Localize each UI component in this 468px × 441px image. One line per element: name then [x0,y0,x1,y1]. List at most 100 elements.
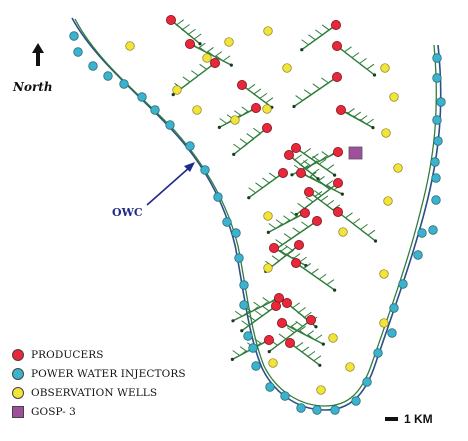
lateral-branch [346,111,355,118]
lateral-branch [301,39,309,46]
lateral-tip [300,48,304,52]
lateral-branch [299,330,308,337]
lateral-branch [303,89,312,96]
observation-wells [125,26,403,395]
injector-well [433,136,443,146]
lateral-tip [240,329,244,333]
lateral-branch [359,57,367,64]
injector-well [330,405,340,415]
lateral-tip [372,73,377,77]
lateral-branch [199,47,207,53]
lateral-branch [233,143,241,150]
injector-well [119,79,129,89]
lateral-branch [268,223,276,229]
lateral-branch [241,110,249,117]
lateral-tip [232,152,236,156]
lateral-branch [352,57,360,64]
injector-well [239,300,249,310]
lateral-branch [319,155,327,162]
lateral-branch [271,255,280,262]
injector-well [417,228,427,238]
lateral-branch [252,92,261,99]
lateral-branch [352,115,361,122]
injector-well [280,391,290,401]
injector-well [243,331,253,341]
lateral-tip [247,196,251,200]
lateral-branch [297,311,305,318]
lateral-tip [217,125,221,129]
lateral-branch [326,199,335,206]
lateral-branch [188,28,196,35]
lateral-branch [318,273,327,280]
injector-well [165,120,175,130]
observation-well [383,196,393,206]
lateral-branch [345,212,353,219]
owc-arrow [146,162,195,206]
lateral-branch [239,350,247,356]
lateral-branch [219,118,227,124]
producer-well [330,19,341,30]
lateral-branch [344,52,353,59]
lateral-branch [314,191,323,197]
lateral-tip [231,319,235,323]
lateral-branch [310,89,319,96]
scale-bar: 1 KM [385,412,433,426]
observation-well [125,41,135,51]
legend-item-gosp: GOSP- 3 [12,402,186,421]
lateral-branch [290,215,298,222]
injector-well [185,141,195,151]
injector-well [373,348,383,358]
lateral-branch [262,310,270,317]
lateral-branch [181,28,189,35]
lateral-tip [292,104,296,109]
lateral-branch [241,310,250,317]
observation-well [262,104,272,114]
lateral-branch [320,195,329,202]
legend-label: POWER WATER INJECTORS [31,367,186,380]
lateral-branch [246,138,255,145]
observation-well [230,115,240,125]
producer-well [261,123,272,134]
lateral-branch [248,315,256,322]
lateral-branch [326,164,335,171]
lateral-branch [360,229,369,236]
lateral-branch [290,233,299,240]
lateral-branch [294,154,303,161]
observation-well [172,85,182,95]
producer-well [290,142,301,153]
north-arrow-icon [32,43,44,66]
injector-well [200,165,210,175]
observation-symbol-icon [12,386,24,399]
lateral-branch [367,229,376,236]
observation-well [316,385,326,395]
injector-well [69,31,79,41]
lateral-branch [298,307,306,313]
lateral-branch [308,171,317,178]
injector-well [296,403,306,413]
producer-well [284,337,295,348]
lateral-branch [302,95,310,102]
observation-well [338,227,348,237]
lateral-branch [312,196,321,203]
lateral-branch [303,263,312,269]
lateral-branch [311,268,319,275]
power-water-injectors [69,31,446,415]
scale-bar-line [385,417,398,421]
observation-well [379,318,389,328]
lateral-branch [353,111,362,118]
lateral-branch [321,77,329,84]
producer-well [332,146,343,157]
producer-well [290,257,301,268]
lateral-branch [310,160,318,167]
lateral-branch [304,311,312,318]
producer-well [293,239,304,250]
legend-item-injectors: POWER WATER INJECTORS [12,364,186,383]
lateral-branch [312,83,321,90]
injector-well [436,97,446,107]
lateral-branch [278,333,287,340]
lateral-tip [340,192,344,196]
lateral-branch [308,39,316,46]
lateral-branch [319,279,328,286]
lateral-branch [239,138,248,145]
lateral-branch [272,260,280,267]
